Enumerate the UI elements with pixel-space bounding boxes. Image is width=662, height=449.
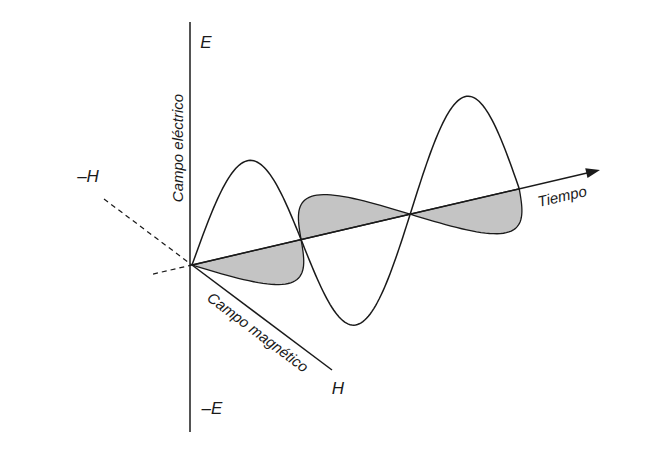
- axis-label: –E: [202, 400, 223, 417]
- axis-title: Campo eléctrico: [170, 94, 185, 202]
- electric-wave: [192, 96, 519, 325]
- magnetic-wave: [192, 189, 522, 285]
- arrowhead: [585, 168, 600, 178]
- e-axis: [189, 22, 191, 432]
- magnetic-lobe: [298, 195, 410, 240]
- time-axis: [192, 172, 590, 265]
- electric-curve: [192, 96, 519, 325]
- magnetic-lobe: [410, 189, 522, 234]
- axis-label: E: [200, 34, 211, 51]
- h-axis-dashed: [104, 199, 192, 265]
- axis-title: Tiempo: [536, 183, 588, 209]
- axis-label: H: [332, 380, 344, 397]
- axis-label: –H: [77, 168, 99, 185]
- h-axis: [192, 265, 332, 370]
- time-axis-dashed: [153, 265, 192, 274]
- axis-title: Campo magnético: [205, 289, 311, 374]
